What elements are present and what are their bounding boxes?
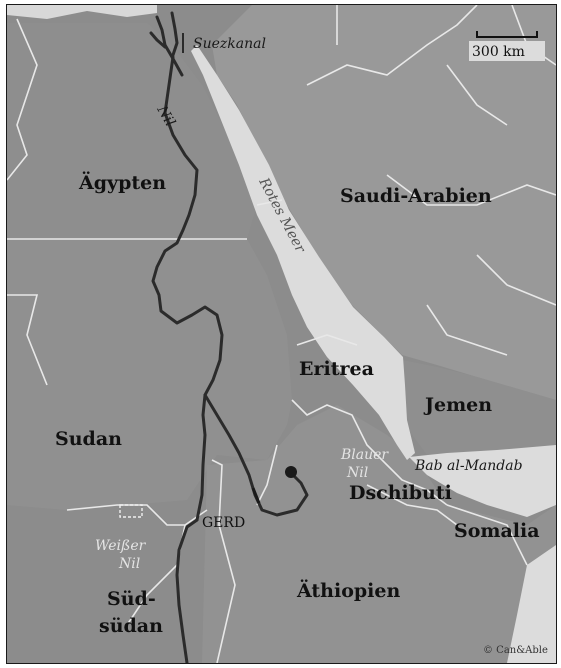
sudan-region — [7, 239, 292, 510]
label-south-sudan-1: Süd- — [107, 588, 156, 610]
scale-bar: 300 km — [469, 31, 545, 61]
map-frame: 300 km Ägypten Saudi-Arabien Sudan Eritr… — [6, 4, 557, 664]
map-canvas: 300 km Ägypten Saudi-Arabien Sudan Eritr… — [7, 5, 556, 663]
scale-label: 300 km — [472, 44, 525, 60]
label-south-sudan-2: südan — [99, 615, 163, 637]
red-sea — [191, 45, 415, 460]
label-blue-nile-1: Blauer — [340, 447, 389, 463]
label-blue-nile-2: Nil — [346, 465, 368, 481]
gerd-dam-marker — [251, 487, 261, 504]
label-sudan: Sudan — [55, 428, 122, 450]
label-egypt: Ägypten — [78, 171, 166, 194]
nile-river — [149, 11, 309, 663]
label-suez-canal: Suezkanal — [193, 36, 266, 52]
credit-label: © Can&Able — [483, 645, 548, 656]
label-saudi-arabia: Saudi-Arabien — [340, 185, 492, 207]
yemen-region — [402, 360, 556, 460]
country-borders — [7, 5, 556, 663]
arabia-region — [212, 5, 556, 400]
label-yemen: Jemen — [423, 394, 492, 416]
disputed-area-marker — [119, 504, 143, 518]
lake-tana-marker — [285, 466, 297, 478]
label-somalia: Somalia — [454, 520, 540, 542]
gulf-of-aden — [409, 445, 556, 517]
label-eritrea: Eritrea — [299, 358, 374, 380]
label-gerd: GERD — [202, 515, 245, 531]
label-bab-al-mandab: Bab al-Mandab — [414, 458, 523, 474]
label-ethiopia: Äthiopien — [296, 579, 400, 602]
label-white-nile-1: Weißer — [95, 538, 147, 554]
indian-ocean — [507, 545, 556, 663]
mediterranean-sea — [7, 5, 157, 19]
label-white-nile-2: Nil — [118, 556, 140, 572]
label-djibouti: Dschibuti — [349, 482, 452, 504]
